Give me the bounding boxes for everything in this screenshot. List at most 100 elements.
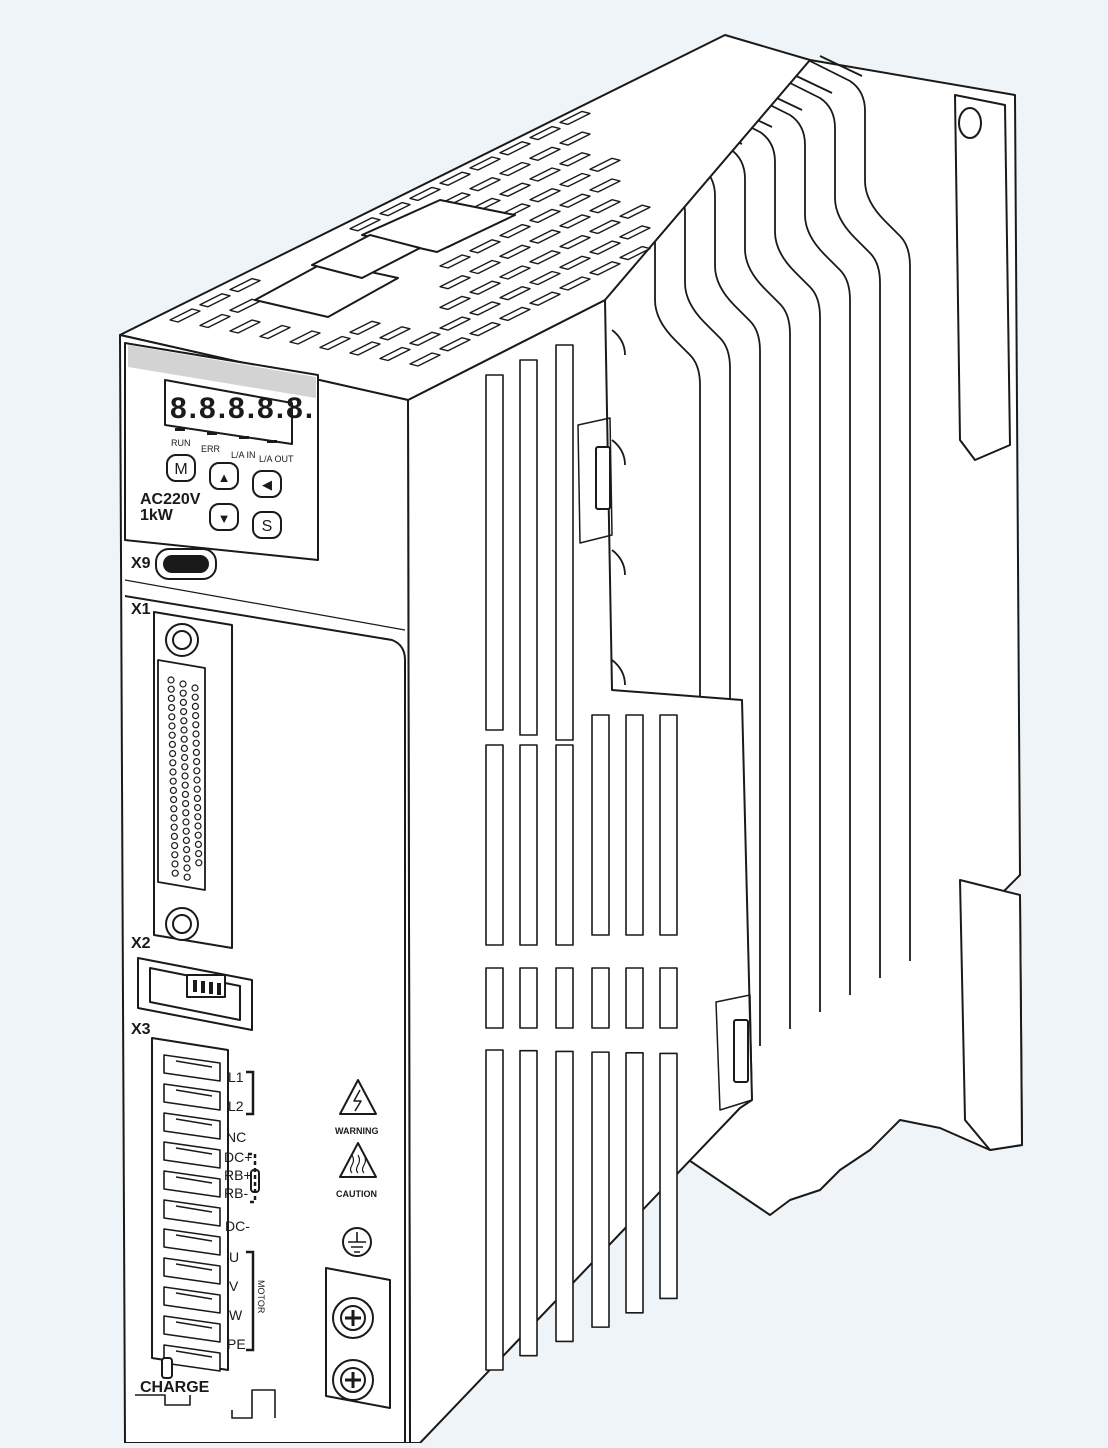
top-vent-slot (409, 186, 441, 202)
terminal-label: L1 (228, 1069, 244, 1085)
top-vent-slot (229, 277, 261, 293)
terminal-label: PE (227, 1336, 246, 1352)
db-pin (195, 859, 203, 867)
db-pin (168, 713, 176, 721)
svg-text:M: M (174, 461, 187, 478)
mode-button[interactable]: M (166, 454, 196, 482)
top-vent-slot (499, 182, 531, 197)
led-label-run: RUN (171, 438, 191, 448)
side-vent-slot (591, 1051, 610, 1328)
top-vent-slot (469, 301, 501, 316)
terminal-label: NC (226, 1129, 246, 1145)
terminal-slot-detail (175, 1292, 213, 1300)
terminal-slot-detail (175, 1118, 213, 1126)
led-label-la-out: L/A OUT (259, 454, 294, 464)
db-pin (191, 702, 199, 711)
down-button[interactable]: ▼ (209, 503, 239, 531)
db-pin (168, 731, 176, 739)
top-vent-slot (199, 313, 231, 329)
x1-connector (153, 611, 233, 949)
top-vent-slot (559, 276, 591, 291)
top-vent-slot (559, 131, 591, 146)
top-vent-slot (619, 204, 651, 219)
db-pin (192, 711, 200, 720)
svg-text:▲: ▲ (218, 470, 231, 485)
terminal-slot-detail (175, 1263, 213, 1271)
x2-connector (137, 957, 253, 1031)
up-button[interactable]: ▲ (209, 462, 239, 490)
terminal-slot-detail (175, 1205, 213, 1213)
top-vent-slot (499, 286, 531, 301)
svg-text:◀: ◀ (262, 477, 272, 492)
top-vent-slot (439, 254, 471, 269)
top-vent-slot (259, 324, 291, 340)
fin-notch (611, 329, 626, 356)
display-digits: 8.8.8.8.8. (170, 392, 313, 425)
terminal-label: U (229, 1249, 239, 1265)
top-vent-slot (379, 346, 411, 362)
led-run-icon (175, 428, 185, 431)
top-vent-slot (469, 176, 501, 192)
side-vent-slot (519, 967, 538, 1029)
top-vent-slot (469, 259, 501, 275)
terminal-brackets (246, 1070, 260, 1352)
side-vent-slot (659, 714, 678, 936)
top-vent-slot (439, 337, 471, 352)
top-vent-slot (349, 217, 381, 232)
db-pin (169, 759, 177, 767)
motor-label: MOTOR (256, 1280, 266, 1314)
db-pin (168, 722, 176, 730)
top-vent-slot (469, 239, 501, 254)
db-pin (170, 823, 178, 831)
db-pin (171, 869, 179, 877)
db-pin (169, 777, 177, 785)
terminal-slot-detail (175, 1321, 213, 1329)
terminal-label: DC- (225, 1218, 250, 1234)
rating-power: 1kW (140, 507, 174, 524)
left-button[interactable]: ◀ (252, 470, 282, 498)
db-pin (179, 689, 187, 697)
top-vent-slot (469, 321, 501, 337)
led-label-la-in: L/A IN (231, 450, 256, 460)
side-vent-slot (591, 967, 610, 1029)
db-pin (192, 739, 200, 747)
db-pin (180, 744, 188, 753)
top-cover (119, 34, 811, 401)
side-vent-slot (485, 967, 504, 1029)
terminal-slot-detail (175, 1060, 213, 1068)
heatsink-fin (749, 94, 851, 995)
top-vent-slot (589, 157, 621, 173)
db-pin (194, 831, 202, 839)
side-vent-slot (485, 744, 504, 946)
x9-usb-port (155, 548, 217, 580)
db-pin (181, 781, 189, 789)
keypad-buttons: M ▲ ◀ ▼ S (166, 454, 282, 539)
set-button[interactable]: S (252, 511, 282, 539)
db-pin (169, 786, 177, 795)
db-pin (168, 740, 176, 749)
db-pin (183, 873, 191, 881)
db-pin (181, 790, 189, 799)
fin-notch (611, 659, 626, 686)
db-pin (194, 813, 202, 821)
db-pin (170, 805, 178, 813)
db-pin (167, 685, 175, 693)
top-vent-slot (559, 172, 591, 188)
heatsink-fin (689, 128, 791, 1029)
side-panel (407, 299, 753, 1444)
db-pin (171, 841, 179, 850)
terminal-label: W (229, 1307, 243, 1323)
db-pin (180, 726, 188, 734)
top-vent-slot (529, 187, 561, 203)
led-display (164, 379, 293, 445)
port-label-x2: X2 (131, 935, 151, 952)
x3-terminal-block (151, 1037, 229, 1379)
db-pin (170, 832, 178, 841)
top-vent-slot (409, 331, 441, 346)
top-vent-slot (499, 306, 531, 322)
top-vent-slot (529, 291, 561, 306)
db-pin (181, 772, 189, 780)
db-pin (167, 694, 175, 703)
led-la-out-icon (267, 440, 277, 443)
